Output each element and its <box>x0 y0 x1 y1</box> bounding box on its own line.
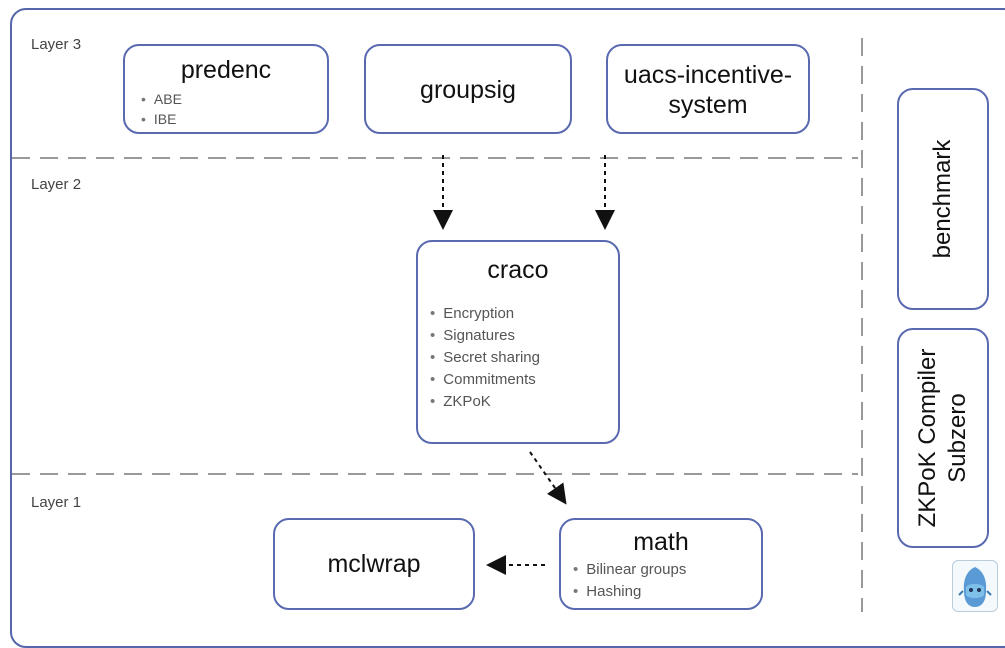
benchmark-box: benchmark <box>897 88 989 310</box>
craco-item: Commitments <box>430 369 618 391</box>
uacs-title-line1: uacs-incentive- <box>623 61 793 89</box>
layer-3-label: Layer 3 <box>31 36 82 53</box>
groupsig-title: groupsig <box>420 76 516 104</box>
craco-item: Signatures <box>430 325 618 347</box>
predenc-item: ABE <box>141 89 327 109</box>
uacs-title-line2: system <box>668 91 748 119</box>
craco-item: Secret sharing <box>430 347 618 369</box>
mascot-graphic <box>958 567 992 607</box>
benchmark-title: benchmark <box>929 139 956 259</box>
predenc-item: IBE <box>141 109 327 129</box>
math-list: Bilinear groups Hashing <box>573 559 761 603</box>
zkpok-compiler-box: ZKPoK Compiler Subzero <box>897 328 989 548</box>
predenc-box: predenc ABE IBE <box>123 44 329 134</box>
zkpok-title: ZKPoK Compiler Subzero <box>913 349 973 528</box>
arrow-craco-to-math <box>529 451 567 505</box>
zkpok-title-line2: Subzero <box>944 393 971 483</box>
craco-item: ZKPoK <box>430 391 618 413</box>
uacs-incentive-system-box: uacs-incentive- system <box>606 44 810 134</box>
predenc-list: ABE IBE <box>141 89 327 129</box>
math-title: math <box>633 528 689 556</box>
mclwrap-title: mclwrap <box>327 550 421 578</box>
craco-title: craco <box>487 256 549 284</box>
craco-item: Encryption <box>430 303 618 325</box>
predenc-title: predenc <box>180 56 272 84</box>
math-box: math Bilinear groups Hashing <box>559 518 763 610</box>
math-item: Bilinear groups <box>573 559 761 581</box>
layer-2-label: Layer 2 <box>31 176 82 193</box>
connectors-layer <box>12 38 863 612</box>
groupsig-box: groupsig <box>364 44 572 134</box>
zkpok-title-line1: ZKPoK Compiler <box>914 348 941 528</box>
math-item: Hashing <box>573 581 761 603</box>
mclwrap-box: mclwrap <box>273 518 475 610</box>
layer-1-label: Layer 1 <box>31 494 82 511</box>
subzero-mascot-icon <box>952 560 998 612</box>
craco-box: craco Encryption Signatures Secret shari… <box>416 240 620 444</box>
craco-list: Encryption Signatures Secret sharing Com… <box>430 303 618 413</box>
